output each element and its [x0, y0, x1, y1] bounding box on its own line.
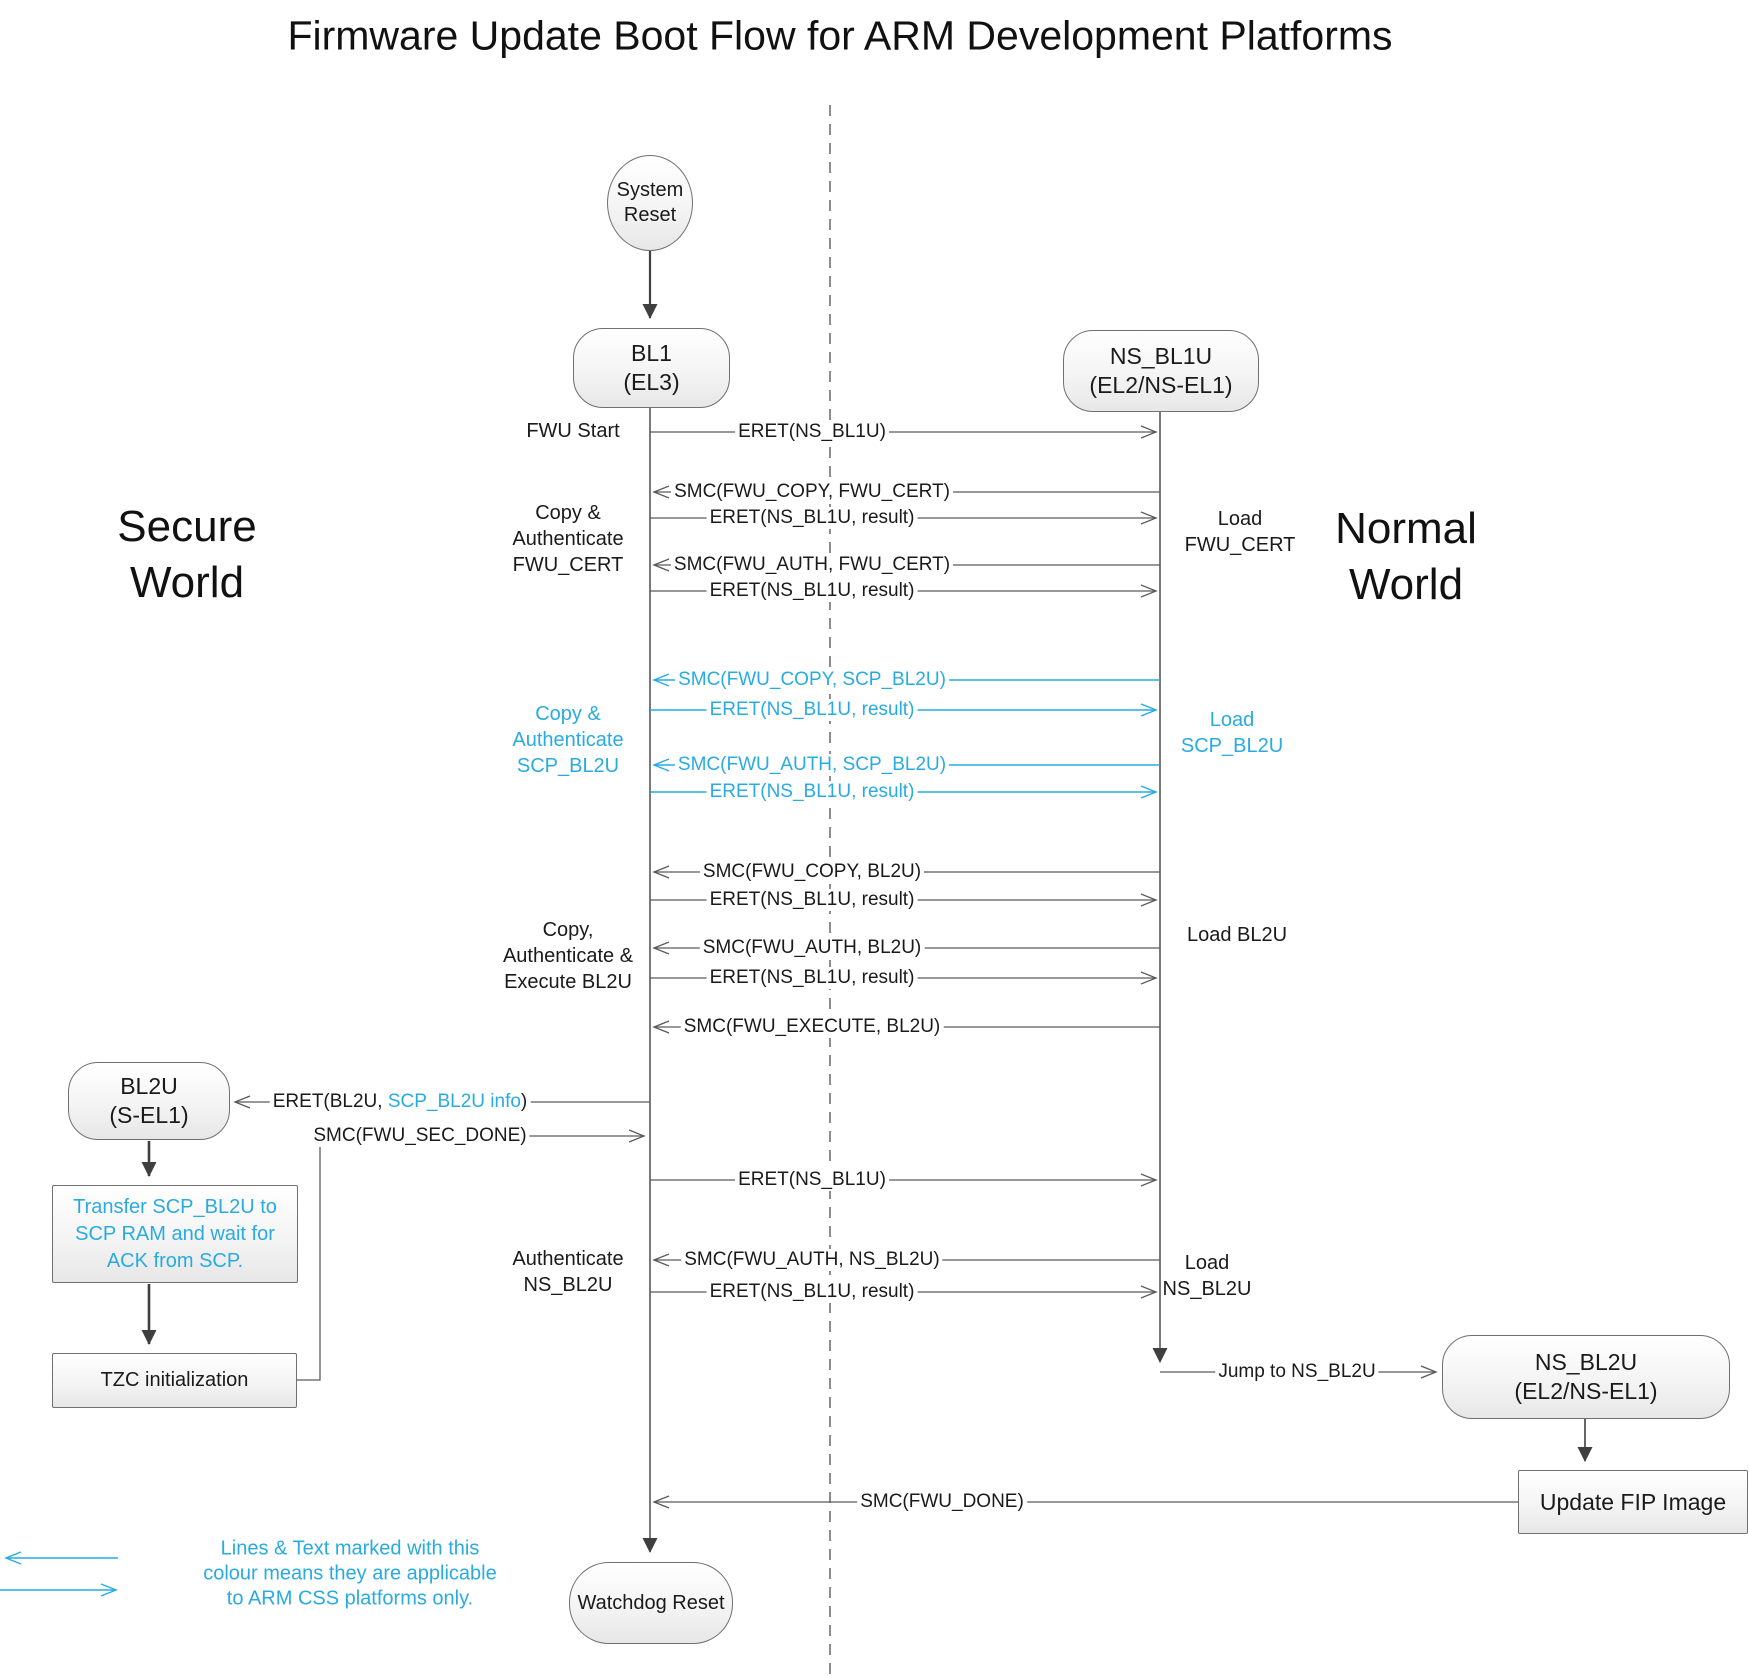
legend-text: Lines & Text marked with this colour mea…	[203, 1537, 497, 1610]
message-label: SMC(FWU_AUTH, BL2U)	[699, 937, 925, 959]
node-ns-bl2u: NS_BL2U (EL2/NS-EL1)	[1442, 1335, 1730, 1419]
message-label: ERET(NS_BL1U, result)	[706, 781, 918, 803]
legend-arrows	[0, 1551, 118, 1597]
message-label: SMC(FWU_COPY, SCP_BL2U)	[675, 669, 949, 691]
message-label: SMC(FWU_COPY, FWU_CERT)	[671, 481, 953, 503]
annotation-load-scp-bl2u: Load SCP_BL2U	[1180, 709, 1284, 757]
annotation-fwu-start: FWU Start	[526, 420, 620, 442]
annotation-load-ns-bl2u: Load NS_BL2U	[1162, 1252, 1252, 1300]
secure-world-label: Secure World	[117, 502, 257, 607]
message-label: ERET(NS_BL1U, result)	[706, 1281, 918, 1303]
annotation-copy-auth-exec-bl2u: Copy, Authenticate & Execute BL2U	[502, 919, 634, 993]
message-label: ERET(NS_BL1U, result)	[706, 889, 918, 911]
message-label: SMC(FWU_AUTH, FWU_CERT)	[670, 554, 954, 576]
annotation-copy-auth-fwu-cert: Copy & Authenticate FWU_CERT	[512, 502, 624, 576]
message-label: SMC(FWU_AUTH, NS_BL2U)	[681, 1249, 943, 1271]
annotation-copy-auth-scp-bl2u: Copy & Authenticate SCP_BL2U	[512, 703, 624, 777]
message-label: SMC(FWU_DONE)	[857, 1491, 1027, 1513]
annotation-authenticate-ns-bl2u: Authenticate NS_BL2U	[512, 1248, 624, 1296]
node-transfer-scp-bl2u: Transfer SCP_BL2U to SCP RAM and wait fo…	[52, 1185, 298, 1283]
lifelines	[642, 408, 1168, 1553]
message-label: ERET(NS_BL1U, result)	[706, 507, 918, 529]
message-label: SMC(FWU_SEC_DONE)	[310, 1125, 530, 1147]
node-watchdog-reset: Watchdog Reset	[569, 1562, 733, 1644]
node-ns-bl1u: NS_BL1U (EL2/NS-EL1)	[1063, 330, 1259, 412]
message-label: ERET(NS_BL1U)	[735, 421, 889, 443]
normal-world-label: Normal World	[1335, 504, 1477, 609]
node-bl2u: BL2U (S-EL1)	[68, 1062, 230, 1140]
message-label: Jump to NS_BL2U	[1215, 1361, 1379, 1383]
annotation-load-bl2u: Load BL2U	[1186, 924, 1288, 946]
message-label: ERET(NS_BL1U, result)	[706, 967, 918, 989]
node-update-fip-image: Update FIP Image	[1518, 1470, 1748, 1534]
message-label-eret-bl2u: ERET(BL2U, SCP_BL2U info)	[269, 1091, 531, 1113]
message-label: SMC(FWU_AUTH, SCP_BL2U)	[674, 754, 950, 776]
message-label: SMC(FWU_COPY, BL2U)	[699, 861, 925, 883]
diagram-title: Firmware Update Boot Flow for ARM Develo…	[287, 12, 1393, 59]
message-label: SMC(FWU_EXECUTE, BL2U)	[680, 1016, 944, 1038]
message-label: ERET(NS_BL1U)	[735, 1169, 889, 1191]
node-tzc-initialization: TZC initialization	[52, 1353, 297, 1408]
message-label: ERET(NS_BL1U, result)	[706, 580, 918, 602]
flow-arrows	[141, 251, 1593, 1462]
node-system-reset: System Reset	[607, 155, 693, 251]
annotation-load-fwu-cert: Load FWU_CERT	[1184, 508, 1296, 556]
message-label: ERET(NS_BL1U, result)	[706, 699, 918, 721]
node-bl1: BL1 (EL3)	[573, 328, 730, 408]
